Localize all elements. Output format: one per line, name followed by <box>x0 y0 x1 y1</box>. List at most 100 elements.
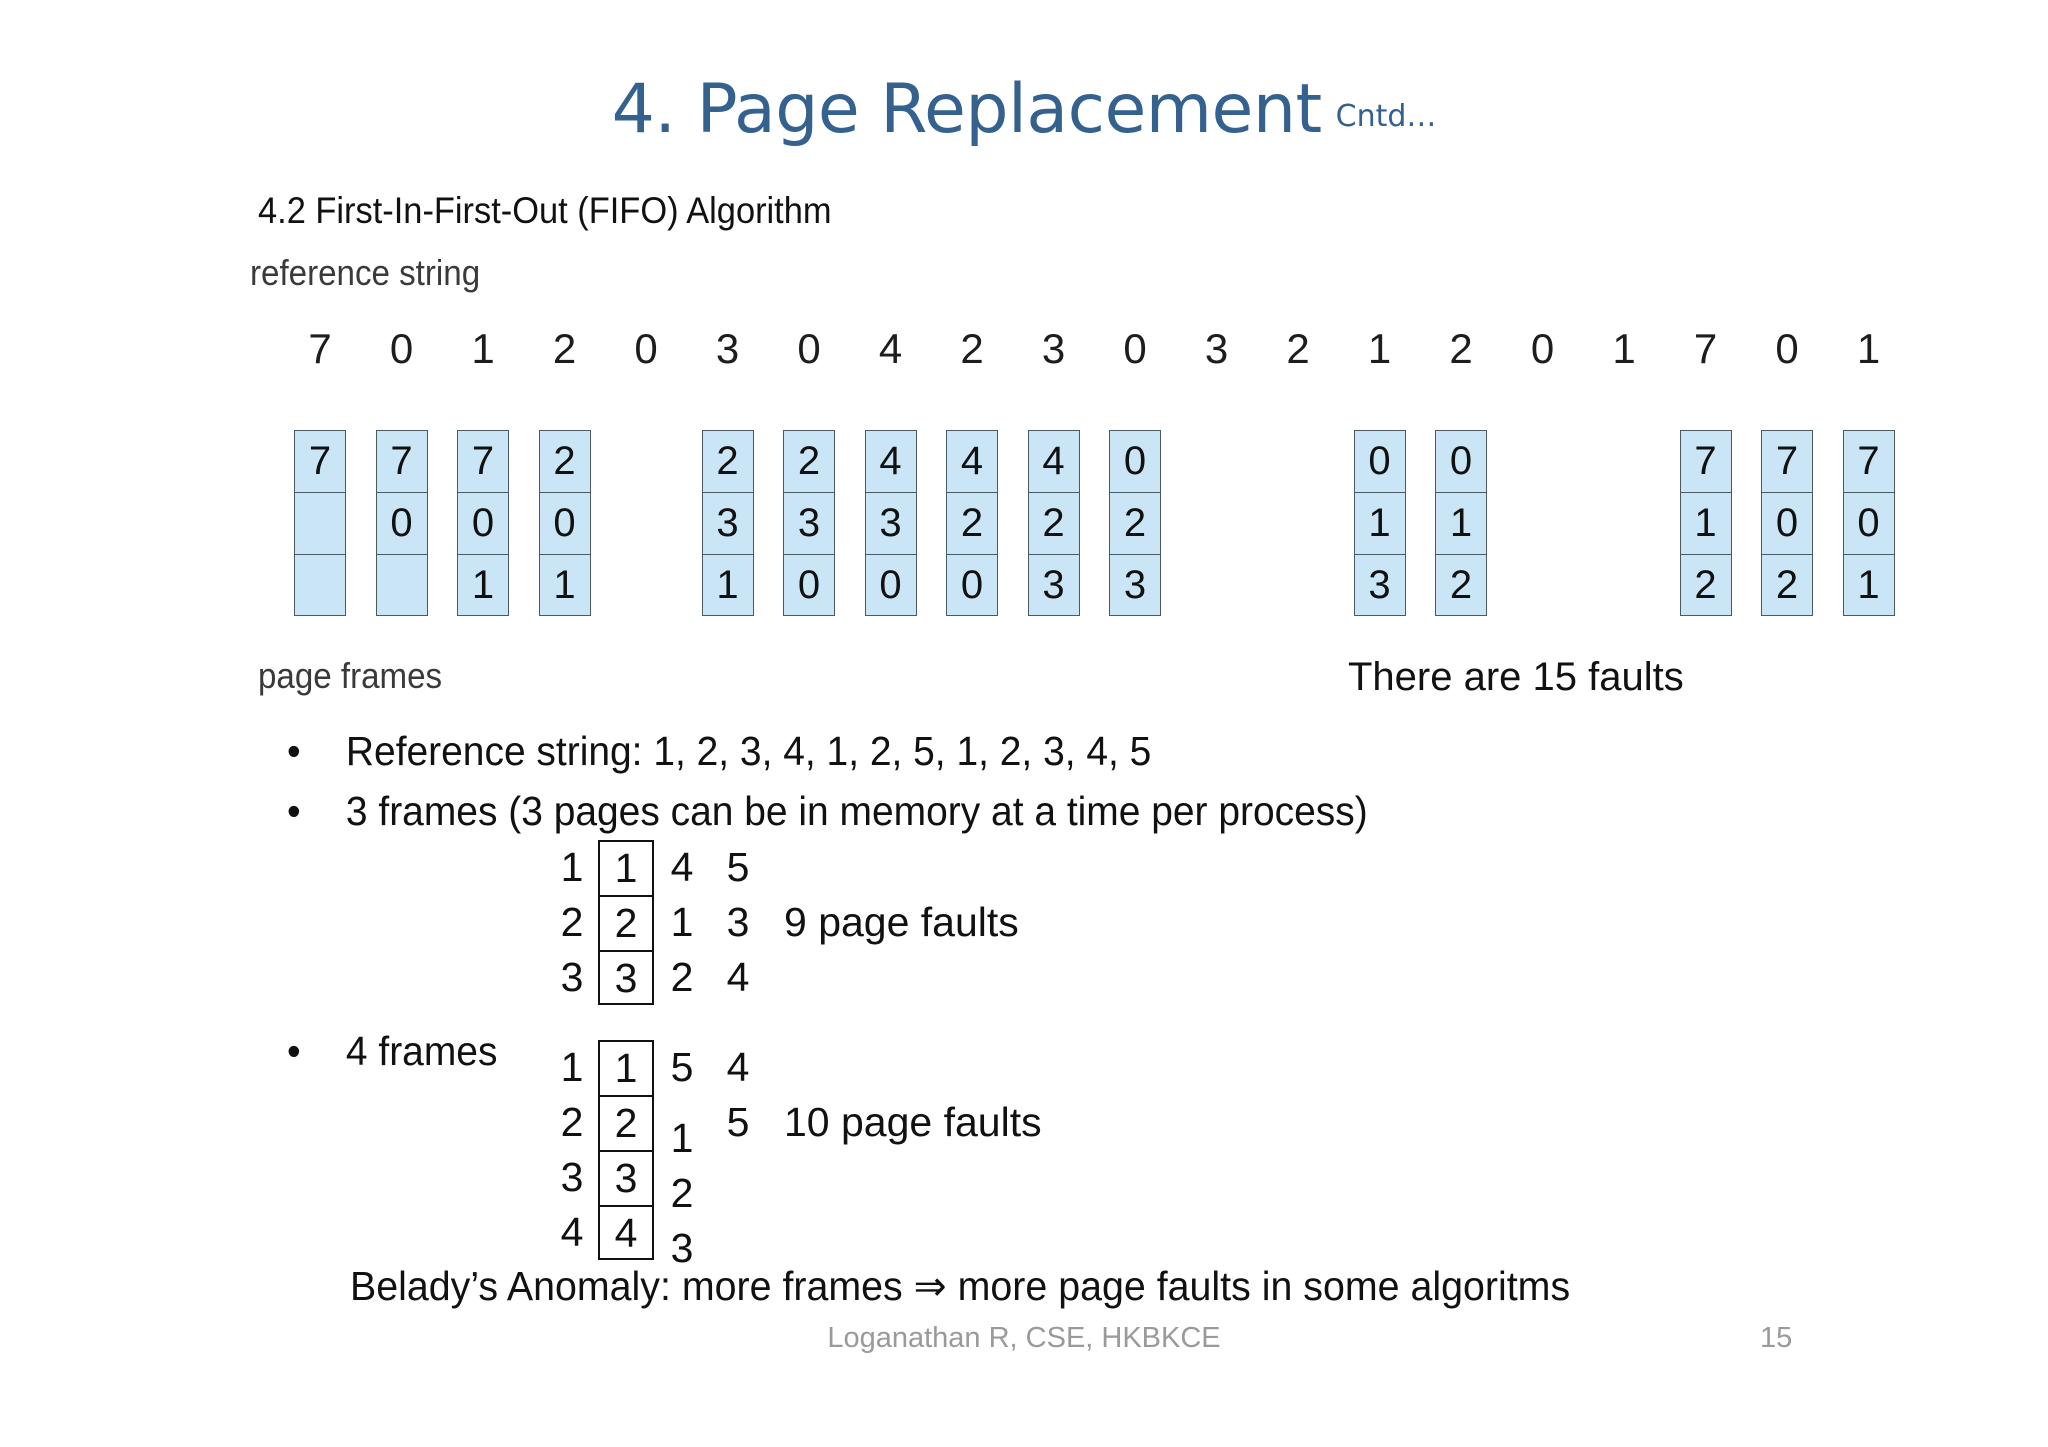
bullet-dot-icon: • <box>287 1028 301 1074</box>
title-continued-suffix: Cntd… <box>1335 99 1437 134</box>
frame-later-value: 4 <box>670 844 694 890</box>
page-frame-cell: 0 <box>457 492 509 554</box>
reference-string-digit: 7 <box>308 325 332 372</box>
page-frame-cell: 0 <box>1842 492 1895 554</box>
frame-boxed-value: 4 <box>598 1205 654 1260</box>
frame-later-value: 5 <box>726 844 750 890</box>
frame-initial-value: 3 <box>560 1154 584 1200</box>
bullet-three-frames: •3 frames (3 pages can be in memory at a… <box>287 788 1368 835</box>
page-frame-cell: 1 <box>701 554 754 616</box>
page-frame-cell: 1 <box>1842 554 1895 616</box>
page-frame-cell: 1 <box>1435 492 1487 554</box>
page-frame-cell: 1 <box>457 554 509 616</box>
slide-title-block: 4. Page Replacement Cntd… <box>0 70 2048 149</box>
reference-string-digit: 0 <box>634 325 658 372</box>
page-fault-count-note: 9 page faults <box>784 899 1019 945</box>
frame-initial-value: 1 <box>560 1044 584 1090</box>
frame-boxed-value: 3 <box>598 950 654 1005</box>
frame-initial-value: 2 <box>560 899 584 945</box>
frame-initial-value: 4 <box>560 1209 584 1255</box>
page-frame-cell: 0 <box>783 554 835 616</box>
reference-string-digit: 7 <box>1693 325 1718 372</box>
reference-string-digit: 3 <box>1041 325 1066 372</box>
frame-boxed-value: 2 <box>598 895 654 950</box>
frame-later-value: 2 <box>670 954 694 1000</box>
total-faults-note: There are 15 faults <box>1348 655 1684 699</box>
reference-string-digit: 1 <box>1367 325 1392 372</box>
reference-string-digit: 1 <box>1856 325 1881 372</box>
page-frame-cell: 0 <box>864 554 917 616</box>
page-frame-cell: 2 <box>1435 554 1487 616</box>
page-frame-cell <box>375 554 428 616</box>
page-frame-cell: 2 <box>538 430 591 492</box>
page-frame-cell <box>294 492 346 554</box>
section-subtitle: 4.2 First-In-First-Out (FIFO) Algorithm <box>258 190 832 231</box>
reference-string-label: reference string <box>250 252 481 293</box>
bullet-dot-icon: • <box>287 728 301 774</box>
reference-string-digit: 2 <box>1286 325 1310 372</box>
belady-anomaly-text: Belady’s Anomaly: more frames ⇒ more pag… <box>350 1263 1571 1309</box>
footer-page-number: 15 <box>1760 1322 1793 1354</box>
page-frame-cell: 0 <box>1353 430 1406 492</box>
page-frame-cell: 4 <box>864 430 917 492</box>
bullet-three-frames-text: 3 frames (3 pages can be in memory at a … <box>345 788 1368 834</box>
page-title: 4. Page Replacement <box>611 70 1323 149</box>
frame-later-value: 1 <box>670 1115 694 1161</box>
reference-string-digit: 2 <box>1449 325 1473 372</box>
frame-boxed-value: 1 <box>598 840 654 895</box>
reference-string-digit: 1 <box>471 325 495 372</box>
reference-string-digit: 0 <box>1530 325 1555 372</box>
frame-later-value: 2 <box>670 1170 694 1216</box>
page-frame-cell: 3 <box>783 492 835 554</box>
page-frame-cell: 4 <box>946 430 998 492</box>
frame-later-value: 3 <box>670 1225 694 1271</box>
page-frame-cell: 7 <box>1842 430 1895 492</box>
page-frame-cell: 2 <box>701 430 754 492</box>
reference-string-digit: 2 <box>960 325 984 372</box>
reference-string-digit: 0 <box>1775 325 1799 372</box>
bullet-reference-string: • Reference string: 1, 2, 3, 4, 1, 2, 5, … <box>287 728 1151 775</box>
page-frame-cell: 0 <box>1761 492 1813 554</box>
bullet-reference-string-text: Reference string: 1, 2, 3, 4, 1, 2, 5, 1… <box>345 728 1152 774</box>
frame-initial-value: 1 <box>560 844 584 890</box>
frame-boxed-value: 2 <box>598 1095 654 1150</box>
frame-later-value: 4 <box>726 954 750 1000</box>
frame-later-value: 1 <box>670 899 694 945</box>
reference-string-digit: 3 <box>1204 325 1229 372</box>
bullet-four-frames: •4 frames <box>287 1028 497 1075</box>
page-frame-cell: 2 <box>1027 492 1080 554</box>
page-frame-cell: 1 <box>538 554 591 616</box>
page-frame-cell: 7 <box>294 430 346 492</box>
frame-boxed-value: 1 <box>598 1040 654 1095</box>
page-frame-cell: 0 <box>946 554 998 616</box>
frame-later-value: 5 <box>726 1099 750 1145</box>
page-frame-cell: 0 <box>538 492 591 554</box>
reference-string-digit: 0 <box>389 325 414 372</box>
page-frame-cell: 2 <box>1679 554 1732 616</box>
page-frame-cell: 1 <box>1353 492 1406 554</box>
page-frame-cell: 7 <box>1679 430 1732 492</box>
reference-string-digit: 3 <box>715 325 740 372</box>
reference-string-digit: 4 <box>878 325 903 372</box>
frame-later-value: 5 <box>670 1044 694 1090</box>
page-frame-cell: 4 <box>1027 430 1080 492</box>
page-frame-cell: 0 <box>375 492 428 554</box>
frame-later-value: 3 <box>726 899 750 945</box>
page-frame-cell: 2 <box>946 492 998 554</box>
